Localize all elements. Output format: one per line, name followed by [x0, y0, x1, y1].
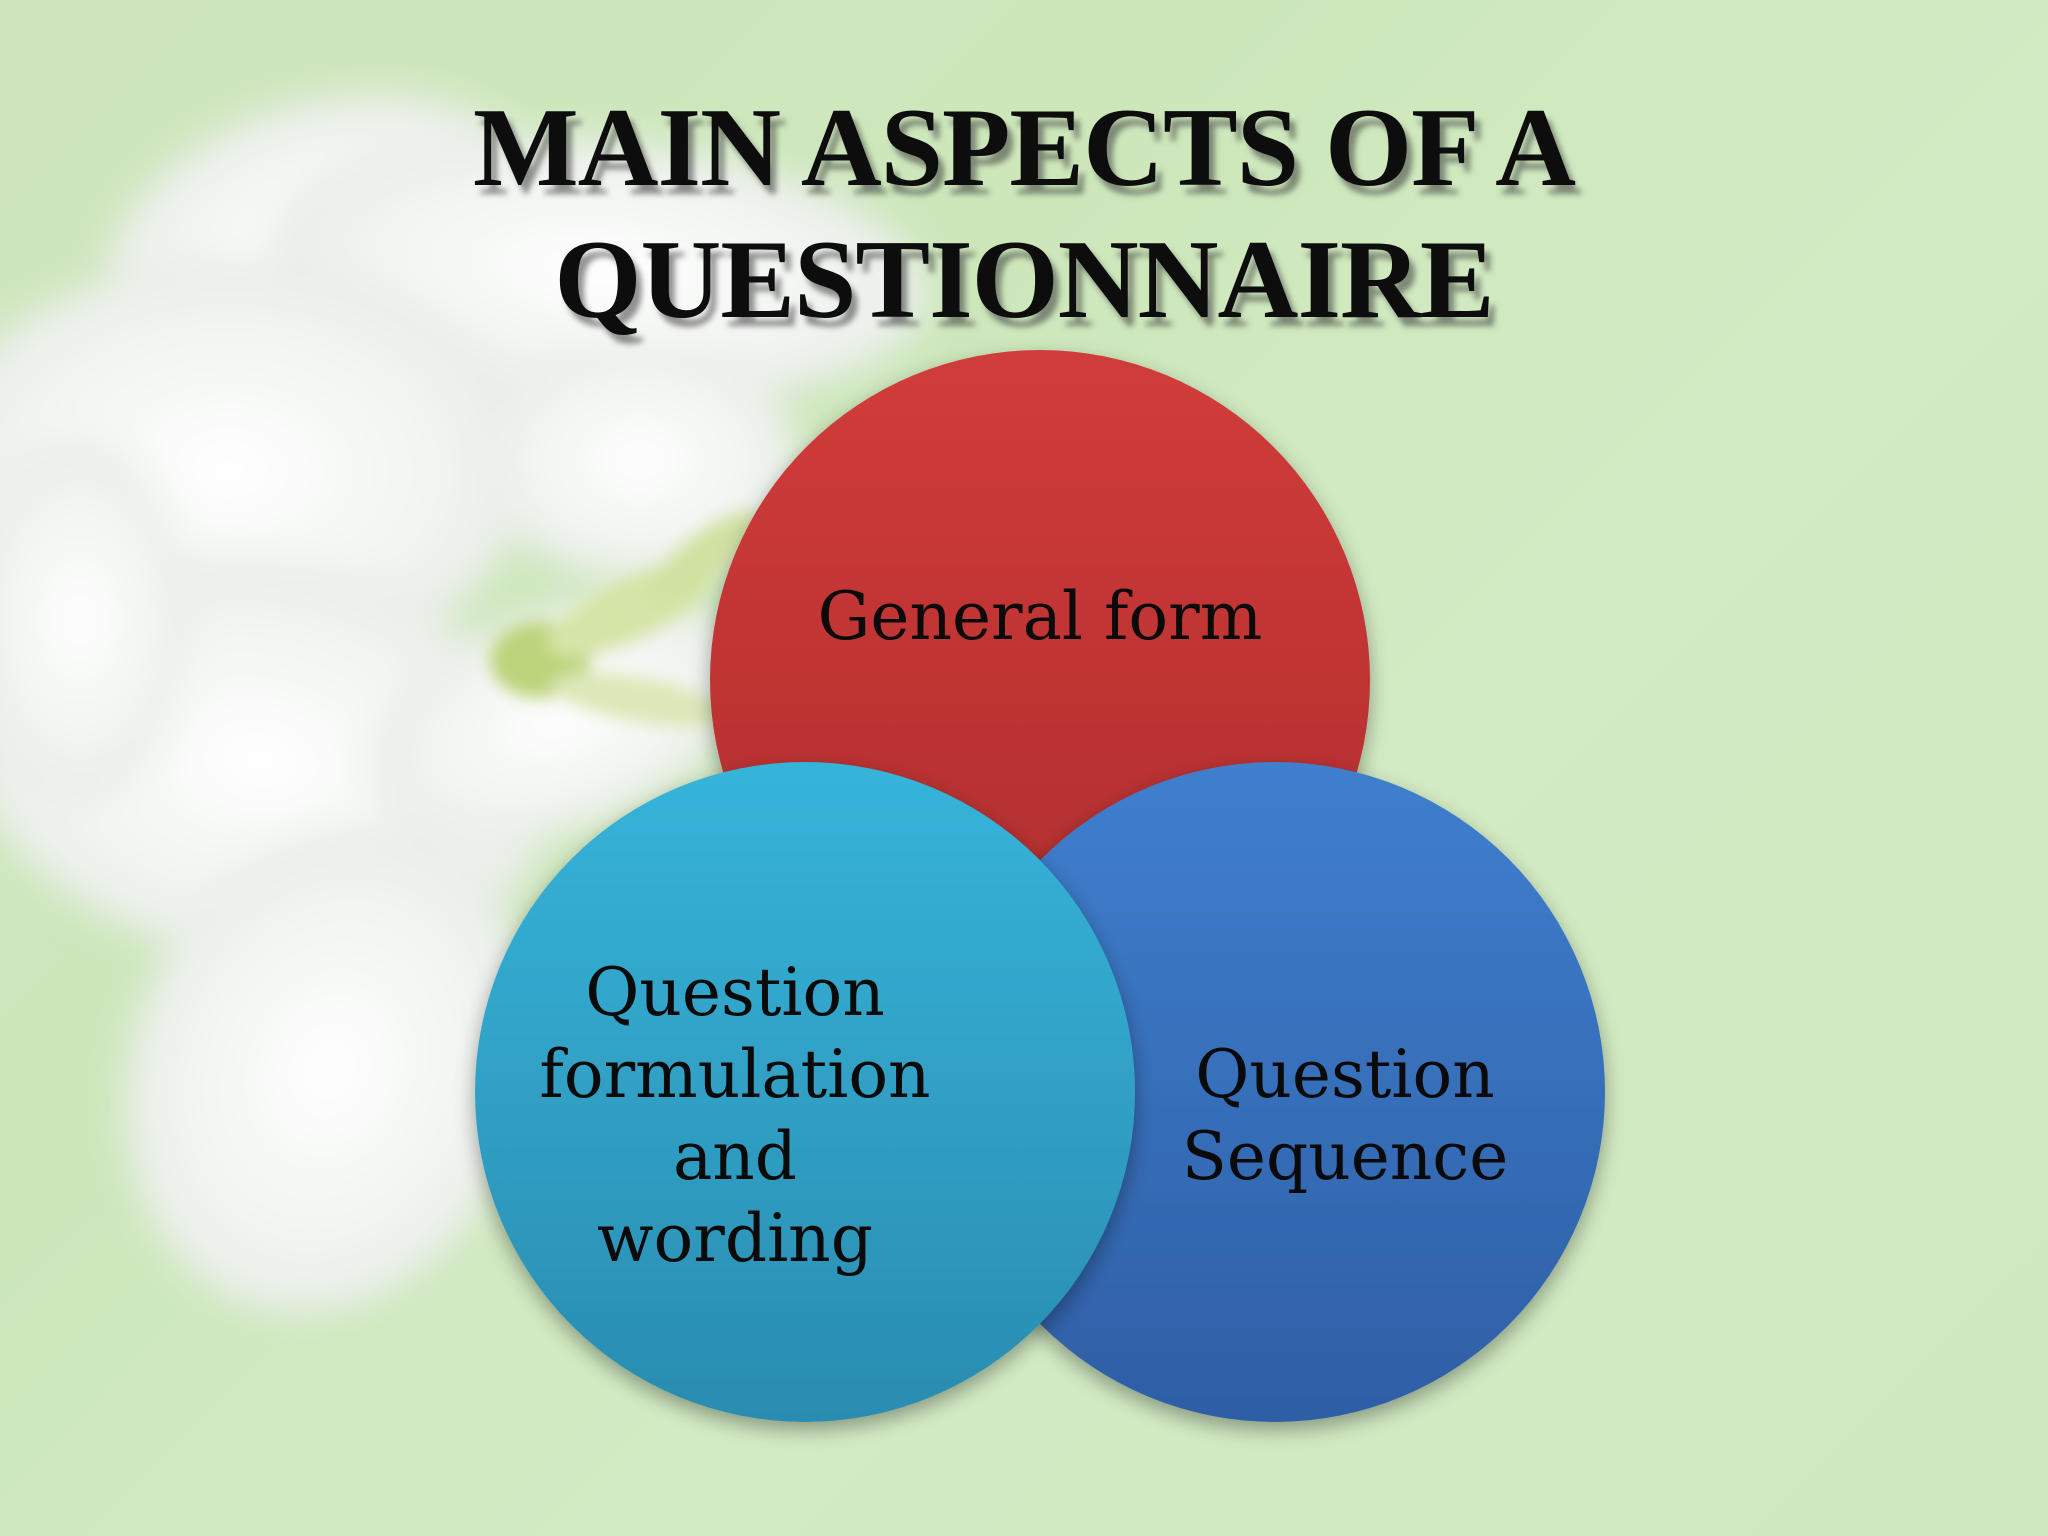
- label-question-formulation-line-2: formulation: [539, 1036, 931, 1113]
- label-question-sequence: Question Sequence: [1130, 1034, 1560, 1198]
- slide-title-line-2: QUESTIONNAIRE: [554, 218, 1494, 342]
- label-question-formulation: Question formulation and wording: [520, 952, 950, 1280]
- label-general-form: General form: [780, 576, 1300, 658]
- label-question-formulation-line-1: Question: [585, 954, 885, 1031]
- circle-question-sequence: [945, 762, 1605, 1422]
- circle-question-formulation: [475, 762, 1135, 1422]
- slide-title: MAIN ASPECTS OF A QUESTIONNAIRE: [0, 82, 2048, 346]
- label-question-sequence-line-1: Question: [1195, 1036, 1495, 1113]
- slide-title-line-1: MAIN ASPECTS OF A: [472, 86, 1576, 210]
- label-question-sequence-line-2: Sequence: [1181, 1118, 1509, 1195]
- label-question-formulation-line-4: wording: [597, 1200, 873, 1277]
- label-question-formulation-line-3: and: [672, 1118, 798, 1195]
- label-general-form-line-1: General form: [817, 578, 1263, 655]
